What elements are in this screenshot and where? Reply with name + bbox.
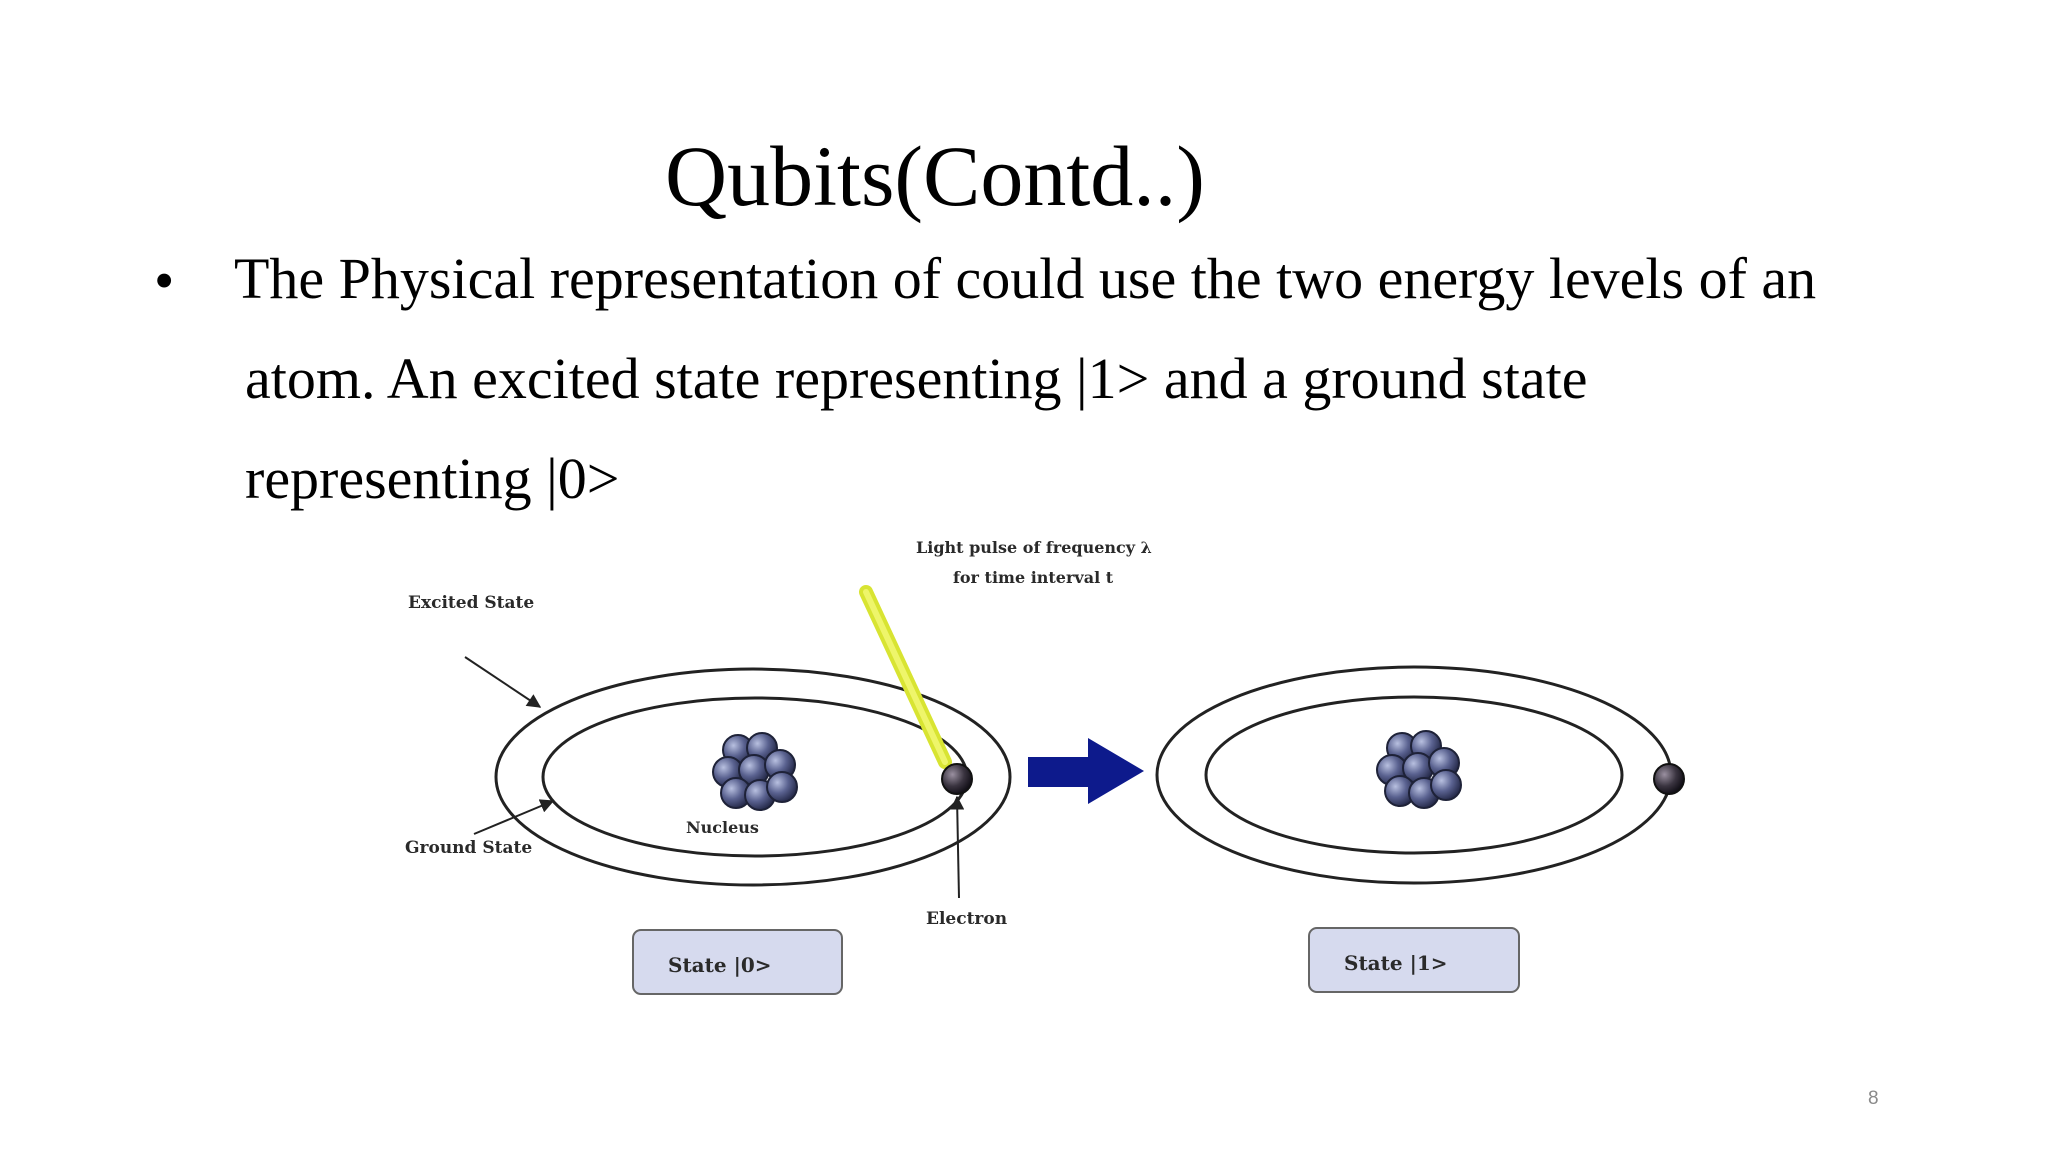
- electron-left: [941, 763, 973, 795]
- body-text-line-1: The Physical representation of could use…: [234, 246, 1817, 311]
- body-text-line-2: atom. An excited state representing |1> …: [245, 346, 1588, 411]
- nucleus-left: [712, 732, 798, 811]
- state-box-right: [1308, 927, 1520, 993]
- body-text-line-3: representing |0>: [245, 446, 620, 511]
- ground-orbit-right: [1204, 695, 1624, 855]
- atom-left: [494, 585, 1012, 887]
- nucleus-right: [1376, 730, 1462, 809]
- electron-label: Electron: [926, 909, 1007, 929]
- state-box-left-label: State |0>: [668, 953, 772, 977]
- nucleus-label: Nucleus: [686, 818, 759, 837]
- atom-right: [1155, 665, 1685, 885]
- ground-state-label: Ground State: [405, 838, 532, 858]
- light-pulse-label-line1: Light pulse of frequency λ: [916, 538, 1152, 557]
- ground-state-pointer: [473, 799, 555, 835]
- electron-pointer: [950, 795, 965, 899]
- excited-orbit-left: [494, 667, 1012, 887]
- transition-arrow: [1028, 738, 1144, 804]
- excited-state-label: Excited State: [408, 593, 534, 613]
- light-pulse-label-line2: for time interval t: [953, 568, 1114, 587]
- state-box-left: [632, 929, 843, 995]
- electron-right: [1653, 763, 1685, 795]
- bullet-marker: •: [154, 248, 175, 313]
- slide-title: Qubits(Contd..): [665, 128, 1205, 224]
- page-number: 8: [1868, 1088, 1879, 1109]
- state-box-right-label: State |1>: [1344, 951, 1448, 975]
- excited-state-pointer: [464, 656, 542, 708]
